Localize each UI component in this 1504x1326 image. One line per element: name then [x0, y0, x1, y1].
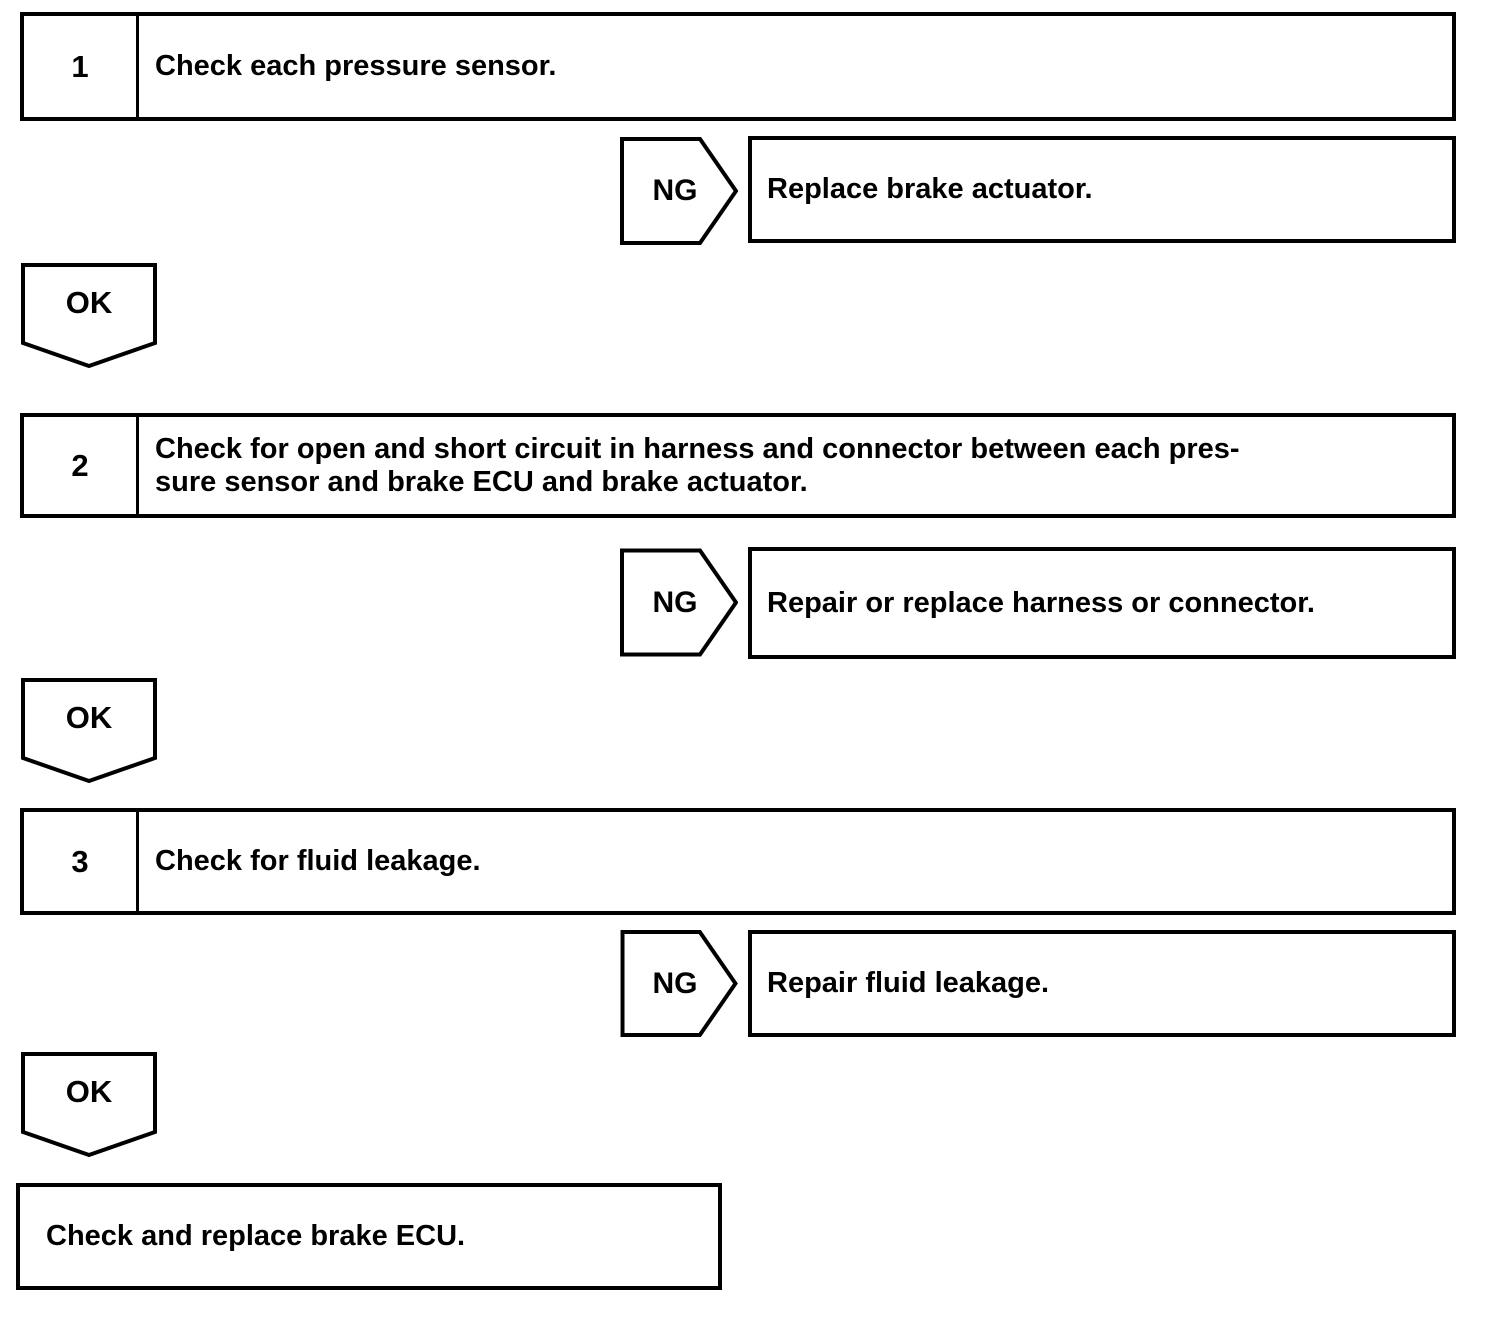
- ok-pentagon-icon: [21, 263, 157, 368]
- ng-result-text-1: Replace brake actuator.: [767, 173, 1093, 205]
- ng-result-box-1: Replace brake actuator.: [748, 136, 1456, 243]
- ok-label-2: OK: [65, 700, 113, 735]
- ok-arrow-1: OK: [21, 263, 157, 368]
- step-2-instruction: Check for open and short circuit in harn…: [155, 433, 1240, 498]
- step-2-number: 2: [24, 417, 139, 514]
- step-3-box: 3 Check for fluid leakage.: [20, 808, 1456, 915]
- ok-label-3: OK: [65, 1074, 113, 1109]
- step-2-box: 2 Check for open and short circuit in ha…: [20, 413, 1456, 518]
- ok-pentagon-icon: [21, 1052, 157, 1157]
- ng-result-text-2: Repair or replace harness or connector.: [767, 586, 1315, 619]
- ng-arrow-3: NG: [620, 930, 738, 1037]
- step-1-instruction: Check each pressure sensor.: [155, 50, 557, 83]
- ng-result-box-2: Repair or replace harness or connector.: [748, 547, 1456, 659]
- final-action-box: Check and replace brake ECU.: [16, 1183, 722, 1290]
- step-3-number: 3: [24, 812, 139, 911]
- final-action-text: Check and replace brake ECU.: [46, 1220, 466, 1252]
- ng-pentagon-icon: [620, 930, 738, 1037]
- ng-result-box-3: Repair fluid leakage.: [748, 930, 1456, 1037]
- ok-label-1: OK: [65, 285, 113, 320]
- ok-arrow-3: OK: [21, 1052, 157, 1157]
- ng-arrow-1: NG: [620, 137, 738, 245]
- ng-pentagon-icon: [620, 548, 738, 657]
- ok-pentagon-icon: [21, 678, 157, 783]
- ok-arrow-2: OK: [21, 678, 157, 783]
- ng-label-2: NG: [652, 585, 698, 619]
- ng-label-1: NG: [652, 174, 698, 207]
- step-1-number: 1: [24, 16, 139, 117]
- ng-result-text-3: Repair fluid leakage.: [767, 967, 1050, 999]
- step-1-box: 1 Check each pressure sensor.: [20, 12, 1456, 121]
- ng-pentagon-icon: [620, 137, 738, 245]
- ng-arrow-2: NG: [620, 548, 738, 657]
- ng-label-3: NG: [652, 966, 698, 1000]
- step-3-instruction: Check for fluid leakage.: [155, 845, 481, 878]
